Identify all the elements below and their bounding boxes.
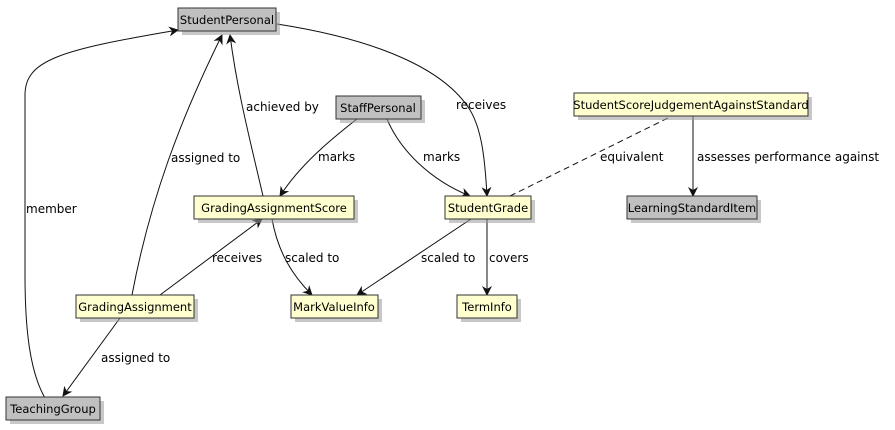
edge-label-assesses: assesses performance against <box>697 150 879 164</box>
edge-scaled-to-grade <box>356 218 472 296</box>
node-grading-assignment: GradingAssignment <box>75 294 198 322</box>
edge-label-assigned-to-group: assigned to <box>101 351 170 365</box>
node-label-grading-assignment: GradingAssignment <box>78 300 192 314</box>
node-label-learning-standard-item: LearningStandardItem <box>628 201 756 215</box>
node-student-personal: StudentPersonal <box>177 7 280 35</box>
node-score-judgement: StudentScoreJudgementAgainstStandard <box>573 92 812 120</box>
node-staff-personal: StaffPersonal <box>335 95 425 123</box>
edge-label-scaled-to-grade: scaled to <box>421 251 475 265</box>
edge-label-receives-grade: receives <box>456 98 506 112</box>
node-label-grading-assignment-score: GradingAssignmentScore <box>201 201 347 215</box>
node-label-staff-personal: StaffPersonal <box>340 101 416 115</box>
node-label-student-personal: StudentPersonal <box>180 13 274 27</box>
edge-label-marks-score: marks <box>318 150 355 164</box>
edge-label-marks-grade: marks <box>423 150 460 164</box>
edge-label-scaled-to-score: scaled to <box>285 251 339 265</box>
node-term-info: TermInfo <box>456 294 521 322</box>
edge-scaled-to-score <box>271 218 313 296</box>
edge-label-equivalent: equivalent <box>600 150 664 164</box>
node-label-term-info: TermInfo <box>461 300 512 314</box>
node-label-mark-value-info: MarkValueInfo <box>293 300 375 314</box>
edge-label-assigned-to-student: assigned to <box>171 151 240 165</box>
node-mark-value-info: MarkValueInfo <box>290 294 382 322</box>
node-grading-assignment-score: GradingAssignmentScore <box>193 195 358 223</box>
edge-receives-score <box>159 218 263 296</box>
edge-assigned-to-student <box>131 34 223 296</box>
node-label-score-judgement: StudentScoreJudgementAgainstStandard <box>573 98 808 112</box>
node-teaching-group: TeachingGroup <box>5 396 104 424</box>
node-label-teaching-group: TeachingGroup <box>9 402 96 416</box>
edge-label-achieved-by: achieved by <box>246 100 319 114</box>
edge-marks-grade <box>386 118 471 198</box>
edge-label-covers: covers <box>489 251 529 265</box>
node-learning-standard-item: LearningStandardItem <box>626 195 761 223</box>
edge-member <box>24 26 179 399</box>
node-student-grade: StudentGrade <box>444 195 535 223</box>
edge-achieved-by <box>226 34 264 197</box>
edge-receives-grade <box>276 23 492 197</box>
node-label-student-grade: StudentGrade <box>448 201 528 215</box>
edge-label-receives-score: receives <box>212 251 262 265</box>
edge-marks-score <box>279 118 358 197</box>
edge-label-member: member <box>26 202 77 216</box>
edge-equivalent <box>509 115 673 197</box>
edge-assigned-to-group <box>62 317 121 397</box>
